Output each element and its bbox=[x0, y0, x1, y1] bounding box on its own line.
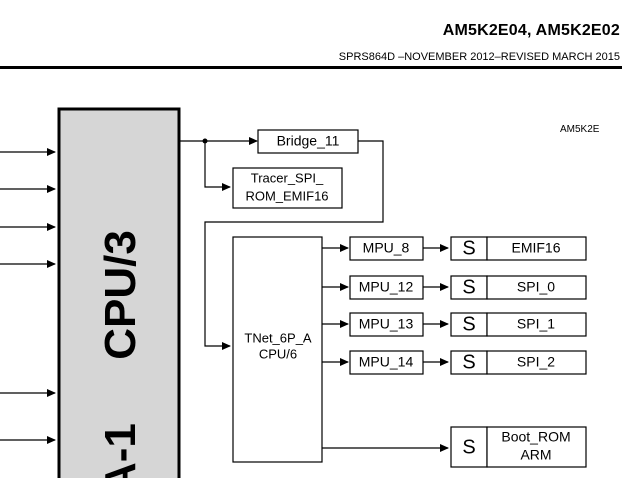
target-label: SPI_2 bbox=[517, 354, 555, 370]
document-title: AM5K2E04, AM5K2E02 bbox=[442, 22, 620, 39]
tracer-box: Tracer_SPI_ ROM_EMIF16 bbox=[232, 167, 343, 209]
mpu-row-3: MPU_13 S SPI_1 bbox=[322, 312, 587, 337]
mpu-row-2: MPU_12 S SPI_0 bbox=[322, 275, 587, 300]
bridge-11-label: Bridge_11 bbox=[277, 133, 340, 149]
boot-rom-label-line2: ARM bbox=[520, 447, 551, 463]
target-label: SPI_1 bbox=[517, 316, 555, 332]
slave-port-label: S bbox=[462, 313, 475, 335]
cpu-block: CPU/3 A-1 bbox=[57, 107, 181, 478]
mpu-label: MPU_12 bbox=[359, 279, 414, 295]
bridge-11-box: Bridge_11 bbox=[257, 129, 359, 154]
mpu-label: MPU_8 bbox=[363, 240, 410, 256]
tnet-label-line2: CPU/6 bbox=[259, 346, 297, 361]
cpu-output-lines bbox=[179, 137, 384, 350]
slave-port-label: S bbox=[462, 237, 475, 259]
boot-rom-label-line1: Boot_ROM bbox=[501, 429, 570, 445]
mpu-row-1: MPU_8 S EMIF16 bbox=[322, 236, 587, 261]
target-label: EMIF16 bbox=[511, 240, 560, 256]
tnet-label-line1: TNet_6P_A bbox=[244, 330, 312, 345]
slave-port-label: S bbox=[462, 351, 475, 373]
header-rule bbox=[0, 66, 622, 69]
tnet-box: TNet_6P_A CPU/6 bbox=[232, 236, 323, 463]
slave-port-label: S bbox=[462, 276, 475, 298]
tracer-label-line2: ROM_EMIF16 bbox=[245, 188, 328, 203]
mpu-row-4: MPU_14 S SPI_2 bbox=[322, 350, 587, 375]
slave-port-label: S bbox=[462, 436, 475, 458]
mpu-label: MPU_13 bbox=[359, 316, 414, 332]
mpu-label: MPU_14 bbox=[359, 354, 414, 370]
cpu-block-label: CPU/3 bbox=[96, 230, 145, 360]
tracer-label-line1: Tracer_SPI_ bbox=[251, 170, 324, 185]
cpu-block-rect bbox=[57, 107, 181, 478]
cpu-block-label-cut: A-1 bbox=[96, 423, 145, 478]
boot-rom-row: S Boot_ROM ARM bbox=[322, 426, 587, 468]
input-arrows bbox=[0, 148, 56, 444]
device-label: AM5K2E bbox=[560, 124, 600, 135]
document-subtitle: SPRS864D –NOVEMBER 2012–REVISED MARCH 20… bbox=[338, 51, 620, 63]
target-label: SPI_0 bbox=[517, 279, 555, 295]
